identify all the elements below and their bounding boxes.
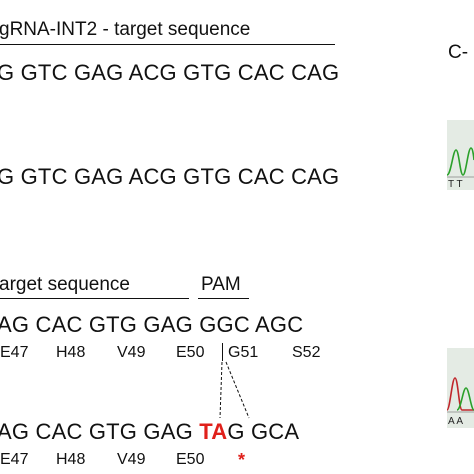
aa-mut-e47: E47 (0, 451, 29, 468)
mut-sequence-top: G GTC GAG ACG GTG CAC CAG (0, 164, 340, 189)
aa-mut-v49: V49 (117, 451, 146, 468)
chromatogram-top-bases: T T (448, 179, 463, 190)
chromatogram-top-green-trace (447, 147, 474, 176)
chromatogram-bottom-red-trace (447, 377, 474, 411)
connector-left (219, 361, 223, 419)
aa-wt-h48: H48 (56, 344, 86, 361)
aa-mut-h48: H48 (56, 451, 86, 468)
stop-codon-marker: * (238, 450, 246, 470)
wt-sequence-top: G GTC GAG ACG GTG CAC CAG (0, 60, 340, 85)
pam-underline (198, 298, 249, 299)
aa-wt-v49: V49 (117, 344, 146, 361)
target-sequence-label: arget sequence (0, 274, 130, 295)
mut-sequence-prefix: AG CAC GTG GAG (0, 419, 200, 444)
aa-wt-s52: S52 (292, 344, 321, 361)
right-column-label: C- (448, 42, 469, 63)
chromatogram-bottom-bases: A A (448, 416, 463, 427)
connector-right (225, 361, 250, 419)
mut-sequence-bottom: AG CAC GTG GAG TAG GCA (0, 421, 299, 443)
target-underline-top (0, 44, 335, 45)
aa-wt-e50: E50 (176, 344, 205, 361)
pam-label: PAM (201, 274, 241, 295)
aa-wt-g51: G51 (228, 344, 259, 361)
mutation-highlight: TA (199, 419, 228, 444)
aa-mut-e50: E50 (176, 451, 205, 468)
mut-sequence-suffix: G GCA (227, 419, 300, 444)
target-underline-bottom (0, 298, 189, 299)
chromatogram-bottom-green-trace (456, 387, 474, 411)
wt-sequence-bottom: AG CAC GTG GAG GGC AGC (0, 312, 304, 337)
chromatogram-top: T T (447, 120, 474, 190)
chromatogram-bottom: A A (447, 348, 474, 428)
aa-wt-e47: E47 (0, 344, 29, 361)
grna-int2-label: gRNA-INT2 - target sequence (0, 19, 251, 40)
chromatogram-top-bg (447, 120, 474, 190)
codon-divider (222, 343, 223, 361)
